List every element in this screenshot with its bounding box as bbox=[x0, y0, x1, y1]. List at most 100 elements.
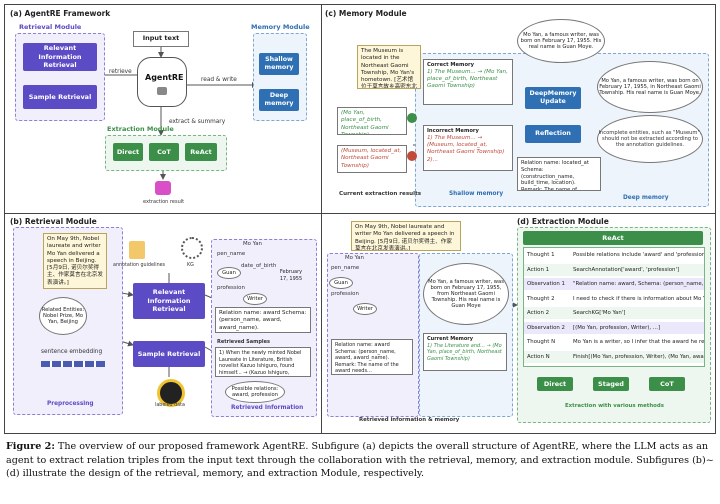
cross-icon bbox=[407, 151, 417, 161]
react-step-2: Action 1 SearchAnnotation['award', 'profe… bbox=[524, 263, 704, 276]
result-correct-text: (Mo Yan, place_of_birth, Northeast Gaomi… bbox=[341, 110, 389, 135]
react-step-key: Action 1 bbox=[527, 266, 550, 273]
incorrect-memory-label: Incorrect Memory bbox=[427, 128, 479, 134]
panel-d-kg-guan: Guan bbox=[329, 277, 353, 289]
retrieved-samples-label: Retrieved Samples bbox=[217, 339, 271, 345]
sample-retrieval-box: Sample Retrieval bbox=[23, 85, 97, 109]
panel-d-kg-profession: profession bbox=[331, 291, 359, 297]
panel-a-title: (a) AgentRE Framework bbox=[10, 9, 111, 18]
react-step-value: SearchKG['Mo Yan'] bbox=[573, 310, 626, 316]
react-step-key: Observation 1 bbox=[527, 281, 565, 287]
relevant-info-retrieval-box: Relevant Information Retrieval bbox=[23, 43, 97, 71]
extraction-result-label: extraction result bbox=[143, 199, 185, 205]
shallow-memory-label: Shallow memory bbox=[449, 191, 504, 197]
react-step-value: Finish[(Mo Yan, profession, Writer), (Mo… bbox=[573, 353, 704, 360]
divider-vertical bbox=[321, 5, 322, 433]
annotation-guidelines-label: annotation guidelines bbox=[113, 263, 166, 268]
shallow-memory-box: Shallow memory bbox=[259, 53, 299, 75]
panel-d-cot-box: CoT bbox=[649, 377, 685, 391]
panel-d-input-note: On May 9th, Nobel laureate and writer Mo… bbox=[351, 221, 461, 251]
react-step-3: Observation 1"Relation name: award, Sche… bbox=[524, 278, 704, 290]
panel-b-sample-retrieval-box: Sample Retrieval bbox=[133, 341, 205, 367]
related-entities-oval: Related Entities: Nobel Prize, Mo Yan, B… bbox=[39, 297, 87, 335]
react-steps: Thought 1 Possible relations include 'awa… bbox=[523, 247, 705, 367]
retrieve-label: retrieve bbox=[109, 69, 132, 75]
react-step-key: Thought 1 bbox=[527, 252, 555, 258]
react-step-value: Mo Yan is a writer, so I infer that the … bbox=[573, 339, 704, 345]
react-box: ReAct bbox=[185, 143, 217, 161]
guidelines-icon bbox=[129, 241, 145, 259]
preprocessing-label: Preprocessing bbox=[47, 401, 94, 407]
panel-b-input-note: On May 9th, Nobel laureate and writer Mo… bbox=[43, 233, 107, 289]
with-methods-label: Extraction with various methods bbox=[565, 403, 664, 409]
panel-a-extraction-label: Extraction Module bbox=[107, 125, 174, 133]
panel-d-react-header: ReAct bbox=[523, 231, 703, 245]
panel-d-relation-box: Relation name: award Schema: (person_nam… bbox=[331, 339, 413, 375]
divider-horizontal bbox=[5, 213, 715, 214]
retrieved-information-label: Retrieved Information bbox=[231, 405, 304, 411]
react-step-value: SearchAnnotation['award', 'profession'] bbox=[573, 266, 680, 273]
cot-box: CoT bbox=[149, 143, 179, 161]
labeled-data-label: labeled data bbox=[155, 403, 185, 408]
result-correct-box: (Mo Yan, place_of_birth, Northeast Gaomi… bbox=[337, 107, 407, 135]
panel-c-input-note: The Museum is located in the Northeast G… bbox=[357, 45, 421, 89]
reflection-box: Reflection bbox=[525, 125, 581, 143]
incorrect-memory-box: Incorrect Memory 1) The Museum... → (Mus… bbox=[423, 125, 513, 171]
react-step-key: Thought N bbox=[527, 339, 556, 345]
kg-label: KG bbox=[187, 263, 194, 268]
react-step-key: Thought 2 bbox=[527, 295, 555, 302]
react-step-value: I need to check if there is information … bbox=[573, 295, 704, 302]
panel-c-relation-box: Relation name: located_at Schema: (const… bbox=[517, 157, 601, 191]
react-step-key: Action N bbox=[527, 353, 550, 360]
react-step-4: Thought 2 I need to check if there is inf… bbox=[524, 292, 704, 305]
panel-d-kg-writer: Writer bbox=[353, 303, 377, 315]
react-step-key: Observation 2 bbox=[527, 324, 565, 331]
panel-a-retrieval-label: Retrieval Module bbox=[19, 23, 82, 31]
react-step-6: Observation 2[(Mo Yan, profession, Write… bbox=[524, 321, 704, 334]
kg-node-guan: Guan bbox=[217, 267, 241, 279]
agent-octagon bbox=[137, 57, 187, 107]
panel-d-title: (d) Extraction Module bbox=[517, 217, 609, 226]
panel-d-kg-mo-yan: Mo Yan bbox=[345, 255, 364, 261]
cloud-1: Mo Yan, a famous writer, was born on Feb… bbox=[517, 19, 605, 63]
result-icon bbox=[155, 181, 171, 195]
kg-node-date: February 17, 1955 bbox=[279, 269, 303, 282]
panel-d-direct-box: Direct bbox=[537, 377, 573, 391]
deep-memory-label: Deep memory bbox=[623, 195, 669, 201]
panel-d-kg-pen-name: pen_name bbox=[331, 265, 360, 271]
correct-memory-box: Correct Memory 1) The Museum... → (Mo Ya… bbox=[423, 59, 513, 105]
deep-memory-box: Deep memory bbox=[259, 89, 299, 111]
panel-b-title: (b) Retrieval Module bbox=[10, 217, 97, 226]
result-incorrect-box: (Museum, located_at, Northeast Gaomi Tow… bbox=[337, 145, 407, 173]
direct-box: Direct bbox=[113, 143, 143, 161]
extract-summary-label: extract & summary bbox=[169, 119, 226, 125]
correct-memory-text: 1) The Museum... → (Mo Yan, place_of_bir… bbox=[427, 68, 508, 90]
react-step-value: Possible relations include 'award' and '… bbox=[573, 252, 704, 258]
react-step-1: Thought 1 Possible relations include 'awa… bbox=[524, 249, 704, 261]
figure-caption: Figure 2: The overview of our proposed f… bbox=[6, 440, 714, 481]
result-incorrect-text: (Museum, located_at, Northeast Gaomi Tow… bbox=[341, 148, 402, 169]
panel-d-memory-text: 1) The Literature and... → (Mo Yan, plac… bbox=[427, 342, 502, 362]
incorrect-memory-text: 1) The Museum... → (Museum, located_at, … bbox=[427, 134, 505, 163]
react-step-8: Action N Finish[(Mo Yan, profession, Writ… bbox=[524, 350, 704, 363]
robot-icon bbox=[157, 87, 167, 95]
figure: (a) AgentRE Framework Retrieval Module M… bbox=[4, 4, 716, 434]
database-icon bbox=[157, 379, 185, 407]
cloud-2: Mo Yan, a famous writer, was born on Feb… bbox=[597, 61, 703, 113]
react-step-7: Thought N Mo Yan is a writer, so I infer … bbox=[524, 336, 704, 348]
current-results-label: Current extraction results bbox=[339, 191, 422, 197]
caption-label: Figure 2: bbox=[6, 441, 55, 452]
kg-node-dob: date_of_birth bbox=[241, 263, 277, 269]
retrieved-info-memory-label: Retrieved information & memory bbox=[359, 417, 460, 423]
retrieved-samples-box: 1) When the newly minted Nobel Laureate … bbox=[215, 347, 311, 377]
panel-d-memory-box: Current Memory 1) The Literature and... … bbox=[423, 333, 507, 371]
sentence-embedding-label: sentence embedding bbox=[41, 349, 103, 355]
panel-d-cloud: Mo Yan, a famous writer, was born on Feb… bbox=[423, 263, 509, 325]
check-icon bbox=[407, 113, 417, 123]
panel-c-title: (c) Memory Module bbox=[325, 9, 407, 18]
correct-memory-label: Correct Memory bbox=[427, 62, 474, 68]
embedding-bar bbox=[41, 361, 105, 367]
deep-memory-update-box: DeepMemory Update bbox=[525, 87, 581, 109]
agent-label: AgentRE bbox=[145, 73, 184, 82]
